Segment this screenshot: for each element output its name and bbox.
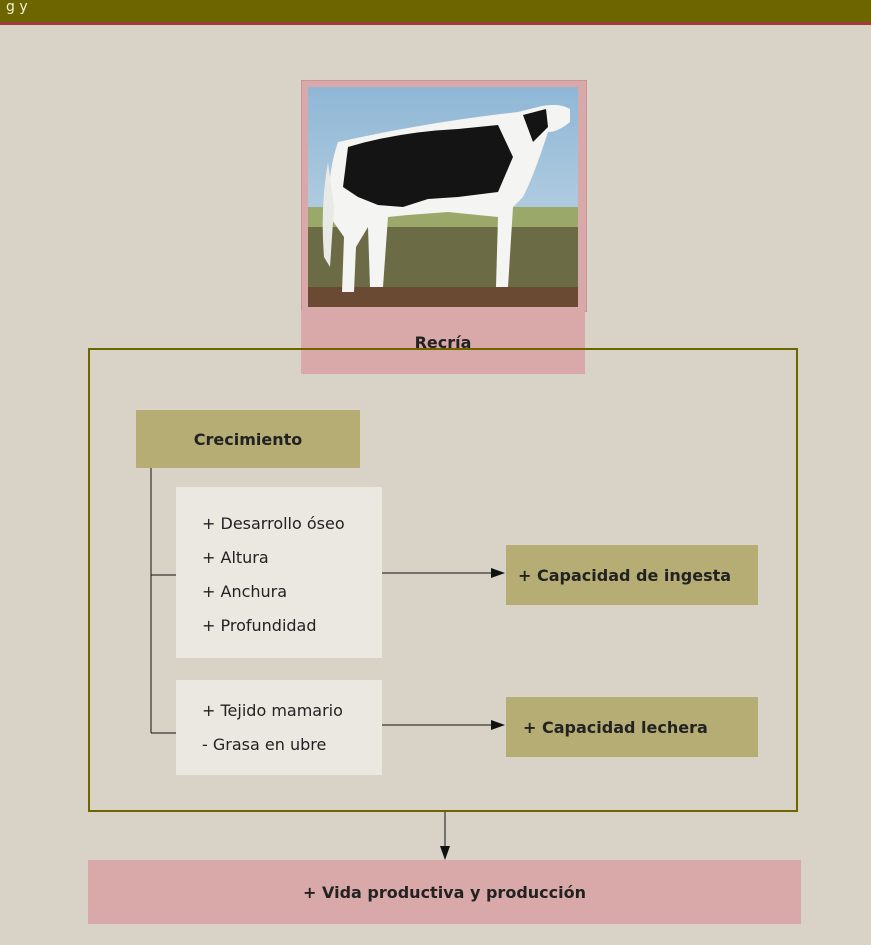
crecimiento-label: Crecimiento [193, 429, 303, 449]
heifer-photo [308, 87, 578, 307]
vida-productiva-box: + Vida productiva y producción [88, 860, 801, 924]
vida-productiva-label: + Vida productiva y producción [303, 882, 586, 902]
growth-frame [88, 348, 798, 812]
list-item: + Desarrollo óseo [202, 514, 345, 533]
capacidad-ingesta-label: + Capacidad de ingesta [518, 565, 732, 585]
growth-list-2: + Tejido mamario - Grasa en ubre [176, 680, 382, 775]
recria-box: Recría [301, 310, 585, 374]
capacidad-ingesta-box: + Capacidad de ingesta [506, 545, 758, 605]
list-item: + Profundidad [202, 616, 317, 635]
header-bar: g y [0, 0, 871, 25]
capacidad-lechera-box: + Capacidad lechera [506, 697, 758, 757]
recria-label: Recría [414, 332, 472, 352]
capacidad-lechera-label: + Capacidad lechera [523, 717, 708, 737]
header-title: g y [6, 0, 28, 14]
list-item: + Anchura [202, 582, 288, 601]
photo-frame [301, 80, 587, 312]
list-item: + Altura [202, 548, 269, 567]
growth-list-1: + Desarrollo óseo + Altura + Anchura + P… [176, 487, 382, 658]
list-item: + Tejido mamario [202, 701, 343, 720]
crecimiento-box: Crecimiento [136, 410, 360, 468]
list-item: - Grasa en ubre [202, 735, 327, 754]
